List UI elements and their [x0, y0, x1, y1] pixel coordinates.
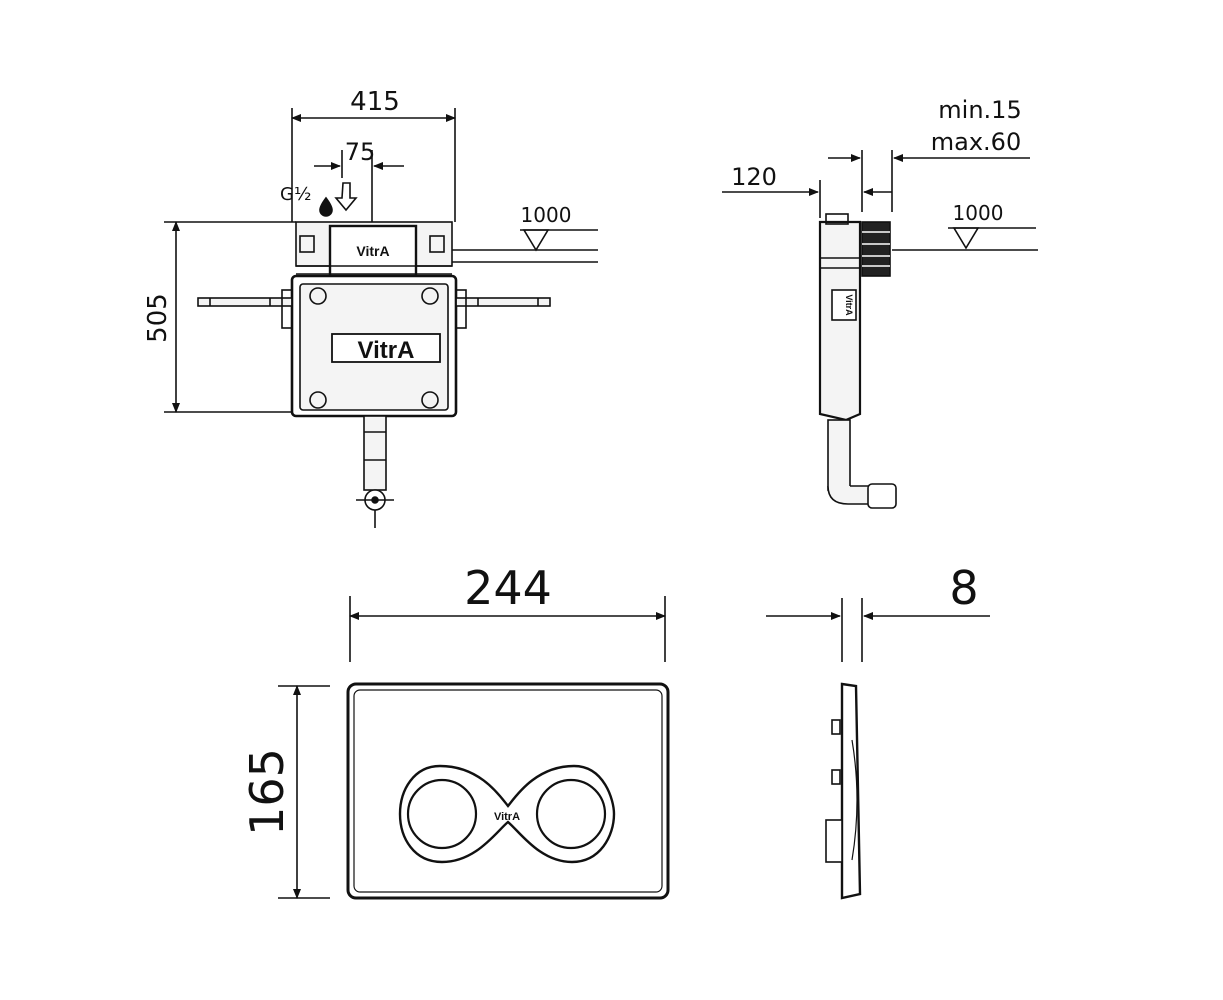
cistern-side-view: [722, 150, 1038, 509]
front-brand-panel: VitrA: [358, 337, 415, 364]
plate-height-label: 165: [240, 748, 294, 836]
front-inlet-offset-label: 75: [345, 138, 376, 166]
side-brand-label: VitrA: [844, 294, 854, 316]
front-height-label: 505: [143, 293, 173, 343]
front-inlet-thread-label: G½: [280, 184, 311, 205]
cistern-front-view: [164, 108, 598, 528]
flush-plate-side-view: [766, 598, 990, 900]
plate-thickness-label: 8: [949, 561, 978, 615]
plate-brand-label: VitrA: [494, 811, 520, 823]
plate-width-label: 244: [464, 561, 552, 615]
side-wall-max-label: max.60: [931, 128, 1021, 156]
flush-plate-front-view: [278, 596, 670, 900]
side-level-label: 1000: [953, 201, 1004, 225]
side-wall-min-label: min.15: [938, 96, 1021, 124]
front-brand-top: VitrA: [356, 243, 389, 259]
side-depth-label: 120: [731, 163, 777, 191]
front-width-label: 415: [350, 87, 400, 117]
front-level-label: 1000: [521, 203, 572, 227]
